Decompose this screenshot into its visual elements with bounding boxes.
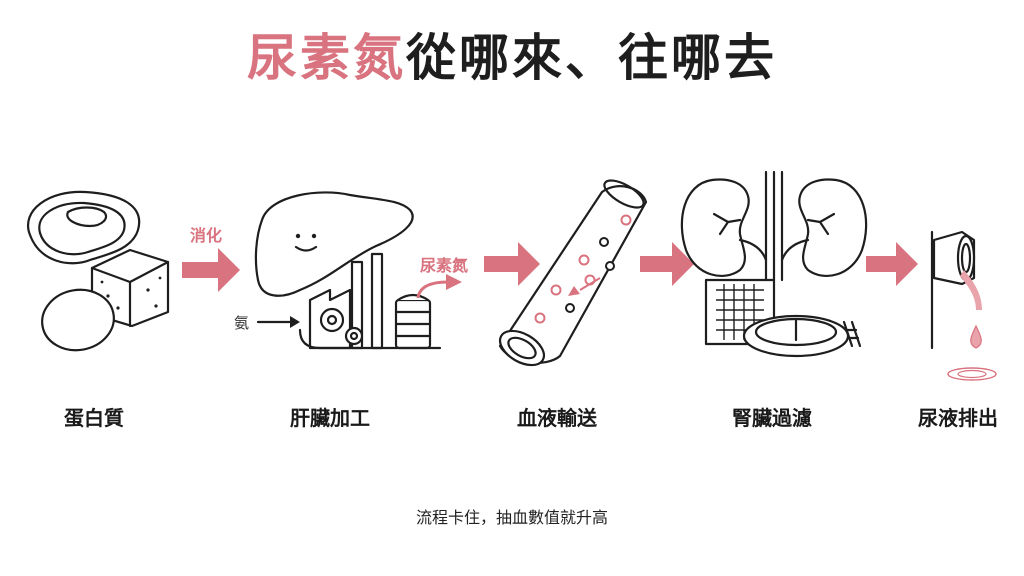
annotation-ammonia-in: 氨 bbox=[234, 314, 250, 332]
step-label-protein: 蛋白質 bbox=[64, 406, 124, 430]
blood-vessel-icon bbox=[498, 179, 648, 367]
flow-arrow-4 bbox=[866, 242, 918, 286]
flow-arrow-3 bbox=[640, 242, 694, 286]
title-highlight: 尿素氮 bbox=[247, 29, 406, 87]
annotation-digest: 消化 bbox=[190, 226, 223, 245]
footer-note: 流程卡住，抽血數值就升高 bbox=[415, 508, 608, 527]
urine-outflow-icon bbox=[930, 230, 997, 381]
flow-arrow-1 bbox=[182, 248, 240, 292]
step-label-urine: 尿液排出 bbox=[918, 406, 998, 430]
liver-factory-icon bbox=[254, 191, 462, 350]
step-label-blood: 血液輸送 bbox=[517, 406, 597, 430]
process-illustration: .ink { fill: none; stroke: #1e1e1e; stro… bbox=[27, 170, 997, 381]
step-label-kidney: 腎臟過濾 bbox=[732, 406, 812, 430]
protein-icon bbox=[27, 190, 170, 352]
step-label-liver: 肝臟加工 bbox=[290, 406, 370, 430]
kidney-filter-icon bbox=[680, 170, 868, 358]
title-rest: 從哪來、往哪去 bbox=[406, 29, 777, 87]
annotation-urea-out: 尿素氮 bbox=[420, 256, 469, 275]
flow-arrow-2 bbox=[484, 242, 540, 286]
process-flow: .ink { fill: none; stroke: #1e1e1e; stro… bbox=[0, 150, 1024, 430]
page-title: 尿素氮從哪來、往哪去 bbox=[0, 26, 1024, 90]
